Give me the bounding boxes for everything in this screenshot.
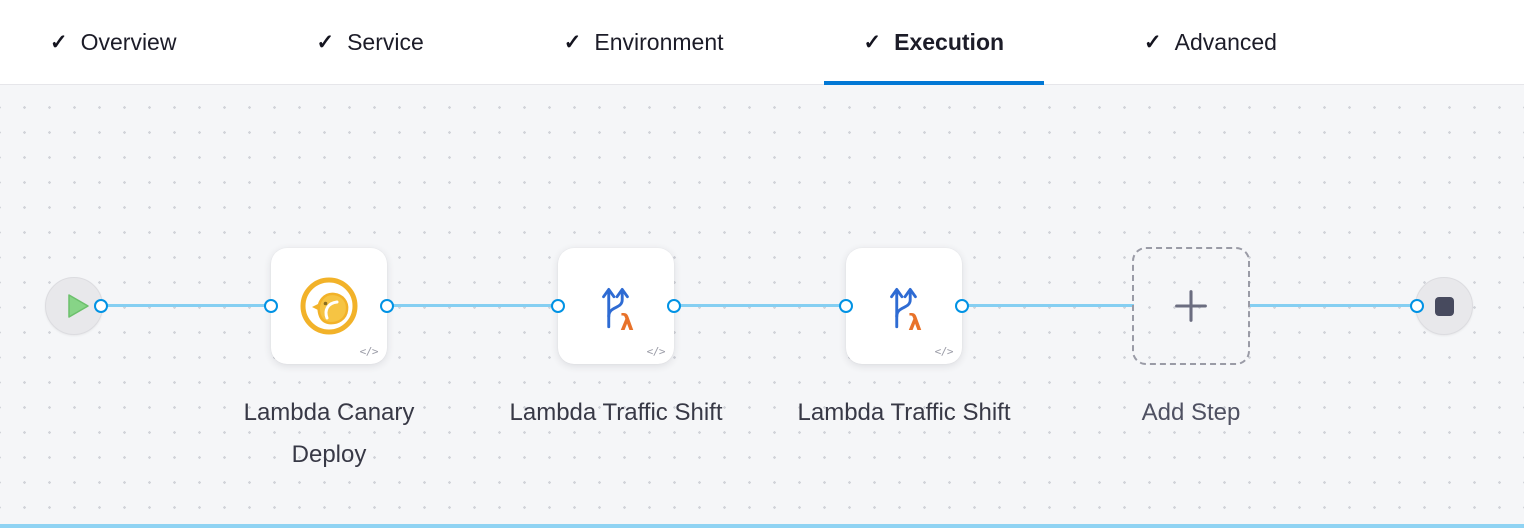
svg-text:λ: λ [620, 311, 634, 335]
lambda-traffic-shift-icon: λ [587, 277, 645, 335]
tab-label: Environment [594, 28, 724, 55]
plus-icon [1168, 283, 1214, 329]
pipeline-canvas: </> λ </> λ </> [0, 85, 1524, 528]
connector-edge [101, 304, 271, 307]
connector-port[interactable] [1410, 299, 1424, 313]
code-badge: </> [646, 345, 666, 358]
tab-label: Execution [894, 28, 1005, 55]
connector-port[interactable] [551, 299, 565, 313]
tab-label: Advanced [1174, 28, 1277, 55]
step-node-lambda-canary-deploy[interactable]: </> [271, 248, 387, 364]
check-icon: ✓ [316, 30, 335, 54]
connector-edge [387, 304, 558, 307]
step-node-lambda-traffic-shift-2[interactable]: λ </> [846, 248, 962, 364]
step-node-lambda-traffic-shift-1[interactable]: λ </> [558, 248, 674, 364]
check-icon: ✓ [563, 30, 582, 54]
add-step-label: Add Step [1141, 399, 1241, 426]
code-badge: </> [359, 345, 379, 358]
connector-port[interactable] [264, 299, 278, 313]
pipeline-start-node [45, 277, 103, 335]
tab-label: Overview [80, 28, 177, 55]
check-icon: ✓ [1144, 30, 1162, 54]
check-icon: ✓ [863, 30, 882, 54]
lambda-traffic-shift-icon: λ [875, 277, 933, 335]
connector-port[interactable] [667, 299, 681, 313]
step-label: Lambda Traffic Shift [797, 399, 1011, 426]
connector-edge [962, 304, 1134, 307]
tab-overview[interactable]: ✓ Overview [10, 0, 216, 84]
connector-port[interactable] [839, 299, 853, 313]
lambda-canary-deploy-icon [297, 274, 361, 338]
stop-icon [1434, 296, 1454, 316]
connector-port[interactable] [380, 299, 394, 313]
canvas-bottom-divider [0, 524, 1524, 528]
step-label: Lambda Canary Deploy [243, 399, 415, 468]
play-icon [46, 278, 102, 334]
connector-port[interactable] [955, 299, 969, 313]
connector-edge [1250, 304, 1417, 307]
connector-edge [674, 304, 846, 307]
add-step-button[interactable] [1132, 247, 1250, 365]
tab-execution[interactable]: ✓ Execution [823, 0, 1045, 85]
tab-service[interactable]: ✓ Service [276, 0, 463, 84]
stage-tabbar: ✓ Overview ✓ Service ✓ Environment ✓ Exe… [0, 0, 1524, 85]
tab-label: Service [347, 28, 424, 55]
tab-advanced[interactable]: ✓ Advanced [1104, 0, 1317, 84]
connector-port[interactable] [94, 299, 108, 313]
tab-environment[interactable]: ✓ Environment [524, 0, 764, 84]
svg-text:λ: λ [908, 311, 922, 335]
step-label: Lambda Traffic Shift [509, 399, 723, 426]
check-icon: ✓ [50, 30, 68, 54]
code-badge: </> [934, 345, 954, 358]
